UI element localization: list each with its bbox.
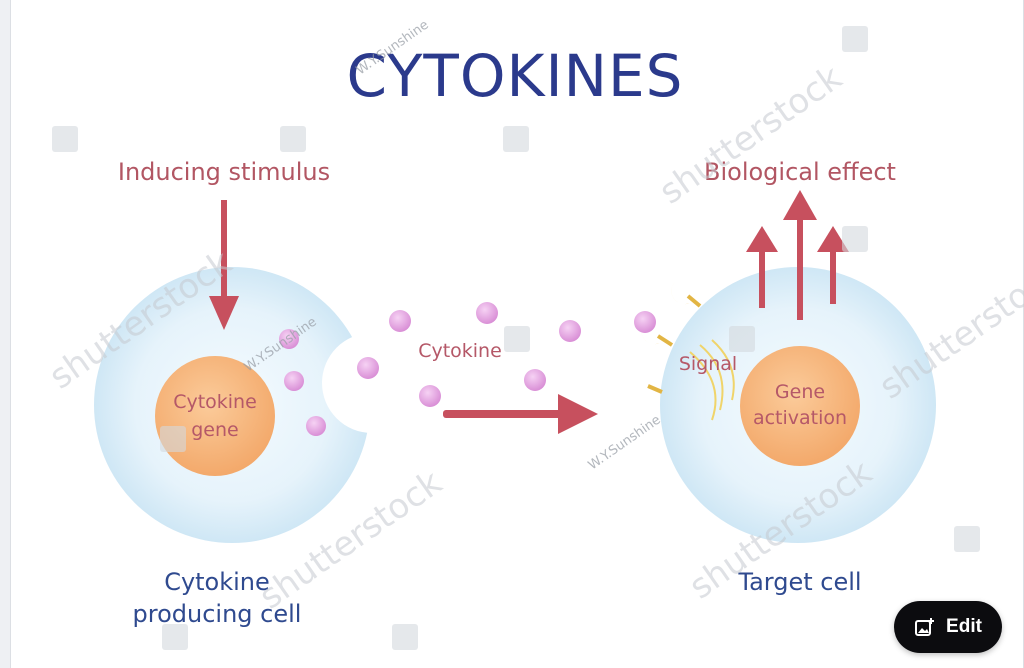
cytokine-dot	[389, 310, 411, 332]
signal-label: Signal	[679, 353, 737, 375]
cytokine-label: Cytokine	[418, 340, 502, 362]
producing-cell-label-line1: Cytokine	[164, 568, 270, 596]
diagram-title: CYTOKINES	[347, 42, 684, 110]
receptor-bottom	[625, 372, 663, 394]
target-cell-label: Target cell	[737, 568, 861, 596]
signal-waves	[689, 339, 735, 421]
cytokine-particles	[279, 302, 656, 436]
author-watermark: W.Y.Sunshine	[586, 413, 664, 474]
cytokine-dot	[306, 416, 326, 436]
receptor-top	[671, 282, 702, 308]
cytokine-gene-nucleus	[155, 356, 275, 476]
gene-activation-label-line1: Gene	[775, 381, 825, 403]
cytokine-gene-label-line1: Cytokine	[173, 391, 257, 413]
watermark-squares	[52, 26, 980, 650]
cytokine-gene-label-line2: gene	[191, 419, 238, 441]
inducing-stimulus-arrow	[209, 200, 239, 330]
edit-image-icon	[915, 618, 935, 636]
cytokine-dot	[634, 311, 656, 333]
edit-button-label: Edit	[946, 616, 982, 637]
inducing-stimulus-label: Inducing stimulus	[118, 158, 330, 186]
cytokine-dot	[559, 320, 581, 342]
cytokine-dot	[524, 369, 546, 391]
edit-button[interactable]: Edit	[894, 601, 1002, 653]
gene-activation-nucleus	[740, 346, 860, 466]
cytokine-dot	[357, 357, 379, 379]
producing-cell-label-line2: producing cell	[133, 600, 302, 628]
cytokine-dot	[279, 329, 299, 349]
receptor-middle	[641, 322, 674, 347]
cytokine-dot	[284, 371, 304, 391]
cytokine-dot	[476, 302, 498, 324]
biological-effect-label: Biological effect	[704, 158, 896, 186]
gene-activation-label-line2: activation	[753, 407, 847, 429]
biological-effect-arrows	[746, 190, 849, 320]
cytokine-flow-arrow	[443, 394, 598, 434]
cytokine-dot	[419, 385, 441, 407]
